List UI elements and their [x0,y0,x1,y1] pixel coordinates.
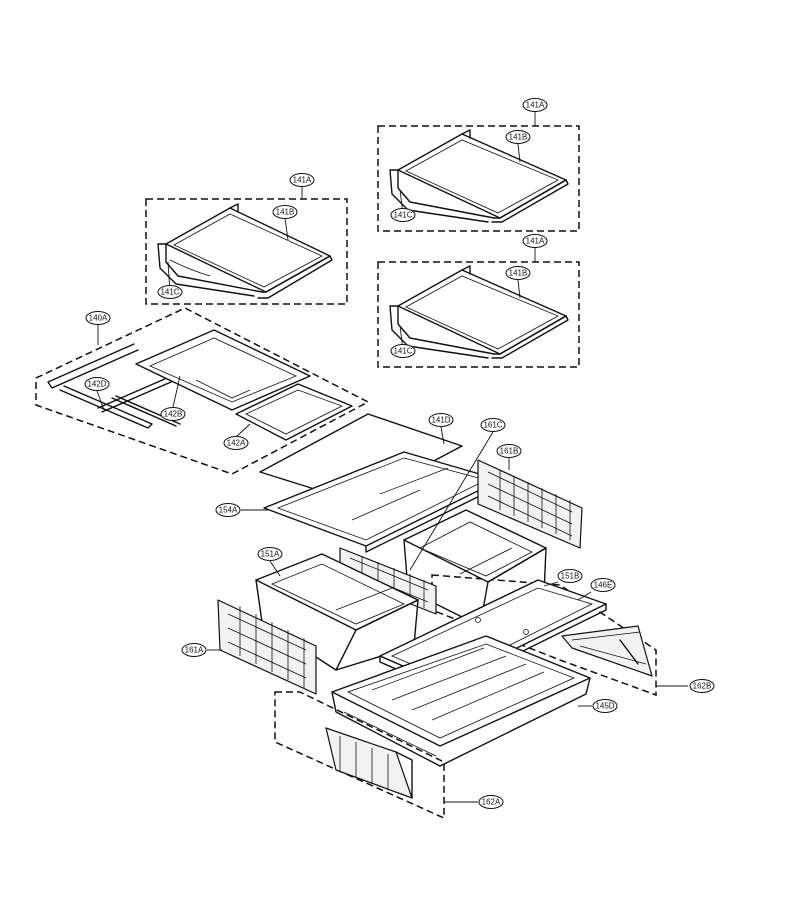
callout-crisper-cover-glass: 141D [428,413,454,427]
svg-text:154A: 154A [219,506,238,515]
callout-folding-shelf-glass: 142A [223,436,249,450]
svg-text:151A: 151A [261,550,280,559]
svg-text:162B: 162B [693,682,712,691]
callout-pantry-cover: 146E [590,578,616,592]
callout-crisper-cover-divider: 161C [480,418,506,432]
pantry-drawer-drawing [331,635,591,767]
callout-shelf-1-glass: 141B [272,205,298,219]
svg-text:161B: 161B [500,447,519,456]
callout-shelf-1-bracket: 141C [157,285,183,299]
svg-text:142D: 142D [87,380,106,389]
folding-shelf-frame-outline [135,329,311,411]
svg-text:161C: 161C [483,421,502,430]
shelf-2-group-box [377,125,580,232]
shelf-2-drawing [389,129,569,223]
svg-text:141A: 141A [293,176,312,185]
svg-text:140A: 140A [89,314,108,323]
svg-text:161A: 161A [185,646,204,655]
svg-text:141A: 141A [526,101,545,110]
callout-left-crisper-drawer: 151A [257,547,283,561]
svg-text:141B: 141B [509,133,528,142]
callout-shelf-3-bracket: 141C [390,344,416,358]
left-rail-group-box [274,691,445,820]
svg-text:142B: 142B [164,410,183,419]
leader-lines [96,112,688,803]
callout-left-slide-rail: 162A [478,795,504,809]
callout-folding-shelf-rail: 142D [84,377,110,391]
callout-shelf-1-frame: 141A [289,173,315,187]
callout-crisper-cover-frame: 154A [215,503,241,517]
callout-shelf-2-bracket: 141C [390,208,416,222]
svg-text:151B: 151B [561,572,580,581]
svg-text:141A: 141A [526,237,545,246]
shelf-3-drawing [389,265,569,359]
callout-folding-shelf-frame: 142B [160,407,186,421]
callout-shelf-3-frame: 141A [522,234,548,248]
callout-shelf-2-frame: 141A [522,98,548,112]
svg-text:141D: 141D [431,416,450,425]
left-slide-rail-drawing [325,727,413,799]
svg-text:141C: 141C [160,288,179,297]
callout-left-side-rail: 161A [181,643,207,657]
svg-text:141C: 141C [393,347,412,356]
svg-text:141B: 141B [509,269,528,278]
shelf-3-group-box [377,261,580,368]
callout-folding-shelf-assembly: 140A [85,311,111,325]
left-crisper-drawer-drawing [255,553,419,671]
svg-text:162A: 162A [482,798,501,807]
callout-right-crisper-drawer: 151B [557,569,583,583]
callout-shelf-3-glass: 141B [505,266,531,280]
svg-text:146E: 146E [594,581,613,590]
callout-shelf-2-glass: 141B [505,130,531,144]
shelf-1-group-box [145,198,348,305]
svg-text:141C: 141C [393,211,412,220]
callout-right-slide-rail: 162B [689,679,715,693]
right-crisper-drawer-drawing [403,509,547,627]
svg-text:145D: 145D [595,702,614,711]
callout-right-side-rail: 161B [496,444,522,458]
svg-text:142A: 142A [227,439,246,448]
right-side-rail-drawing [477,459,583,549]
folding-shelf-group-box [35,307,370,475]
svg-text:141B: 141B [276,208,295,217]
shelf-1-drawing [157,203,333,299]
callout-pantry-drawer: 145D [592,699,618,713]
left-side-rail-drawing [217,599,317,695]
folding-shelf-glass-panel [235,383,353,441]
right-slide-rail-drawing [561,625,653,677]
folding-shelf-drawing [47,329,353,441]
